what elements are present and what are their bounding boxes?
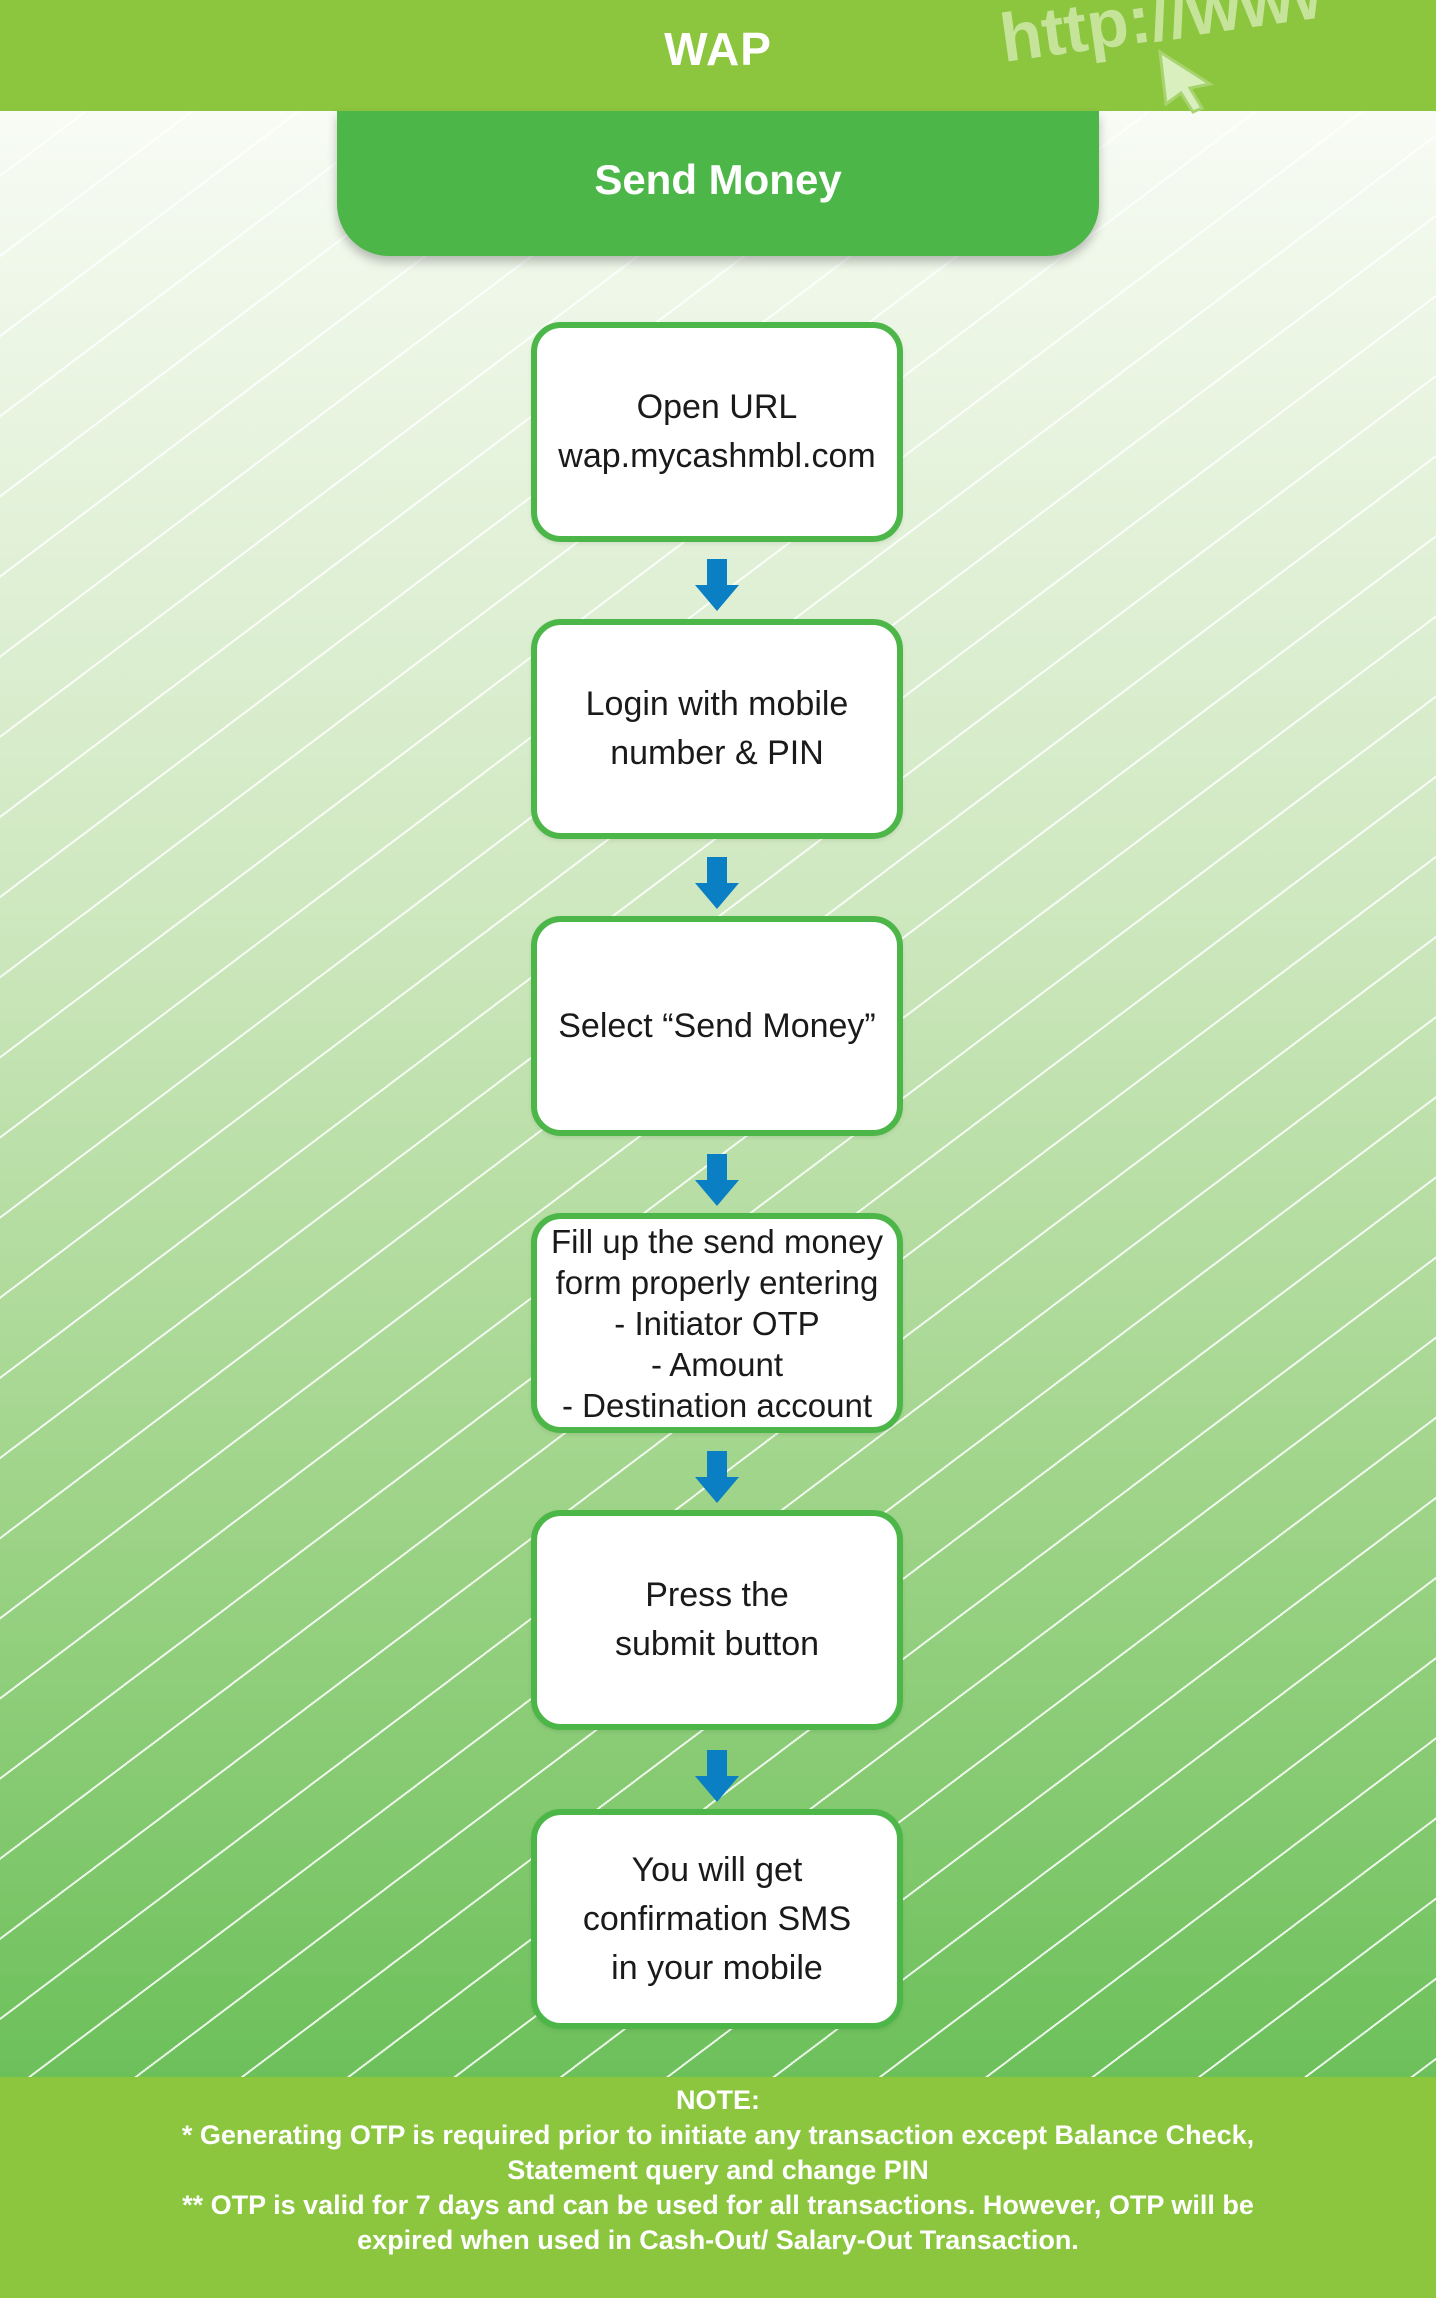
tab-title: Send Money	[594, 156, 842, 203]
header-title: WAP	[664, 23, 772, 75]
step-login: Login with mobile number & PIN	[531, 619, 903, 839]
note-section: NOTE: * Generating OTP is required prior…	[40, 2083, 1396, 2258]
note-line-4: expired when used in Cash-Out/ Salary-Ou…	[357, 2225, 1079, 2255]
step-text: Open URL wap.mycashmbl.com	[558, 388, 876, 475]
arrow-down-icon	[695, 1451, 739, 1503]
step-confirmation-sms: You will get confirmation SMS in your mo…	[531, 1809, 903, 2029]
http-url-icon: http://www	[1000, 0, 1320, 114]
arrow-down-icon	[695, 1750, 739, 1802]
note-line-2: Statement query and change PIN	[507, 2155, 929, 2185]
step-text: Press the submit button	[614, 1576, 820, 1663]
note-line-1: * Generating OTP is required prior to in…	[181, 2120, 1255, 2150]
step-text: You will get confirmation SMS in your mo…	[582, 1850, 852, 1987]
arrow-down-icon	[695, 1154, 739, 1206]
note-bar	[0, 2077, 1436, 2298]
note-line-3: ** OTP is valid for 7 days and can be us…	[182, 2190, 1254, 2220]
send-money-tab: Send Money	[337, 111, 1099, 256]
step-text: Login with mobile number & PIN	[585, 685, 849, 772]
arrow-down-icon	[695, 559, 739, 611]
step-press-submit: Press the submit button	[531, 1510, 903, 1730]
header-bar: WAP http://www	[0, 0, 1436, 114]
cursor-arrow-icon	[1158, 49, 1214, 114]
step-select-send-money: Select “Send Money”	[531, 916, 903, 1136]
step-text: Select “Send Money”	[558, 1006, 876, 1045]
step-fill-form: Fill up the send money form properly ent…	[531, 1213, 903, 1433]
step-open-url: Open URL wap.mycashmbl.com	[531, 322, 903, 542]
arrow-down-icon	[695, 857, 739, 909]
note-heading: NOTE:	[676, 2085, 760, 2115]
http-decoration-text: http://www	[1000, 0, 1320, 77]
step-text: Fill up the send money form properly ent…	[550, 1222, 883, 1424]
